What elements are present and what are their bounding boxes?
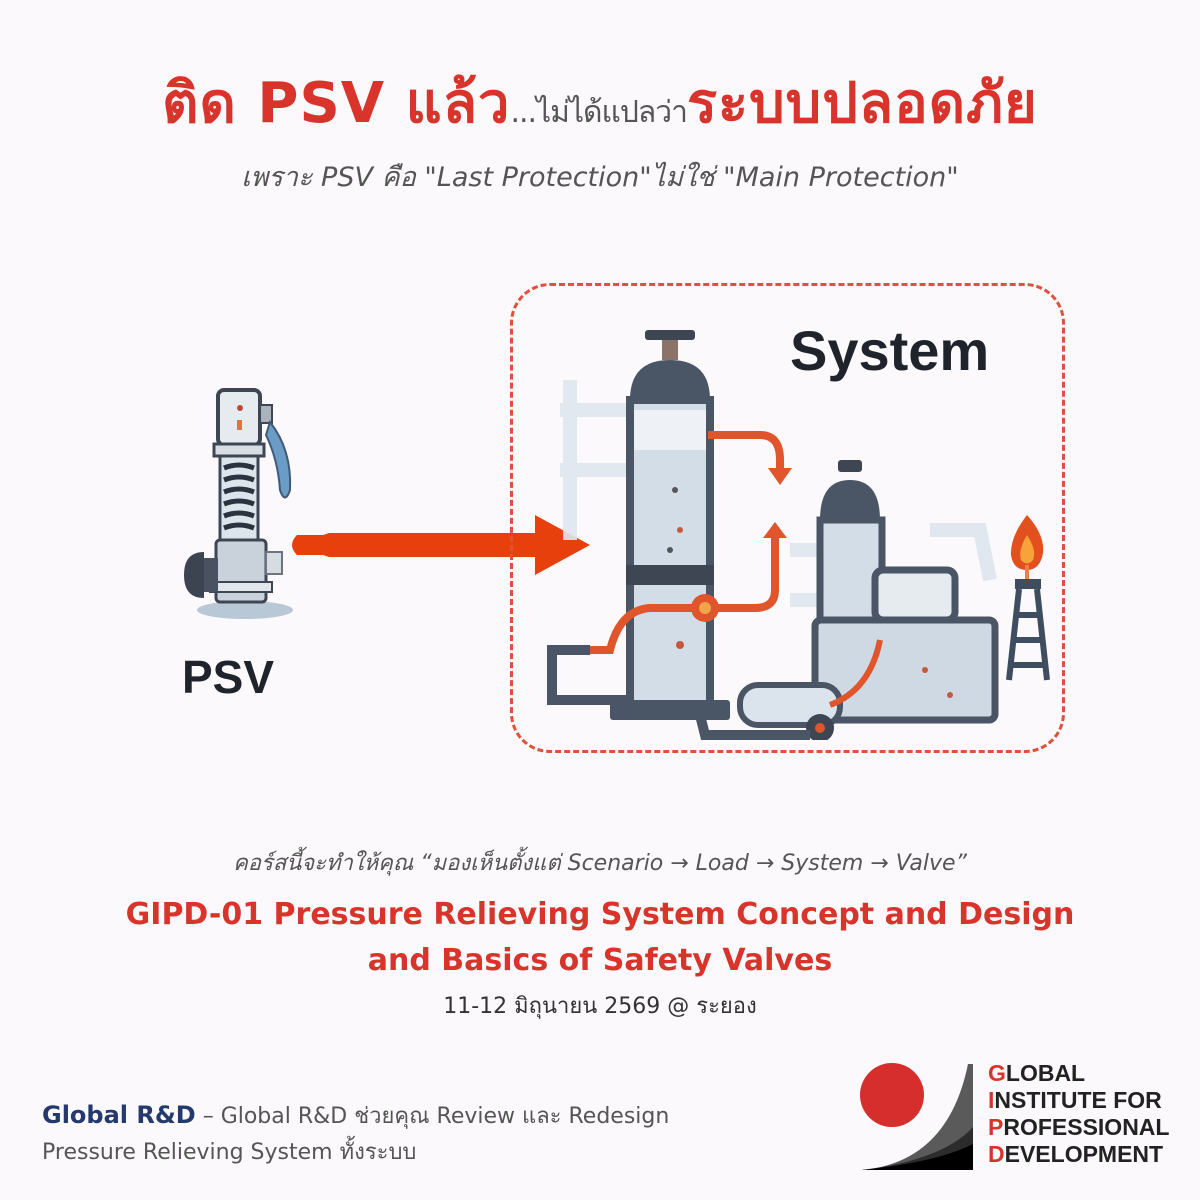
flare-stack-icon [1006,515,1050,681]
course-date-location: 11-12 มิถุนายน 2569 @ ระยอง [443,994,757,1019]
course-title-line-2: and Basics of Safety Valves [367,943,833,978]
gipd-logo-text: GLOBAL INSTITUTE FOR PROFESSIONAL DEVELO… [988,1060,1169,1168]
headline: ติด PSV แล้ว...ไม่ได้แปลว่าระบบปลอดภัย [0,58,1200,147]
system-boundary [510,283,1065,753]
logo-line-development: DEVELOPMENT [988,1141,1164,1167]
brand-name: Global R&D [42,1101,196,1129]
psv-label: PSV [182,651,275,703]
process-plant-icon [547,330,999,740]
logo-line-professional: PROFESSIONAL [988,1114,1170,1140]
logo-line-institute: INSTITUTE FOR [988,1087,1162,1113]
footer-text: Global R&D – Global R&D ช่วยคุณ Review แ… [42,1097,669,1171]
arrow-right-icon [292,515,590,575]
footer-line-1: – Global R&D ช่วยคุณ Review และ Redesign [195,1104,670,1129]
headline-part-2: ...ไม่ได้แปลว่า [510,95,687,130]
headline-part-3: ระบบปลอดภัย [686,71,1038,136]
headline-part-1: ติด PSV แล้ว [162,71,511,136]
course-title: GIPD-01 Pressure Relieving System Concep… [0,892,1200,984]
subtitle: เพราะ PSV คือ "Last Protection"ไม่ใช่ "M… [241,162,959,193]
logo-line-global: GLOBAL [988,1060,1086,1086]
system-label: System [790,319,990,382]
gipd-logo-icon [860,1063,973,1170]
safety-valve-icon [184,388,293,619]
footer-line-2: Pressure Relieving System ทั้งระบบ [42,1140,417,1165]
course-tagline: คอร์สนี้จะทำให้คุณ “มองเห็นตั้งแต่ Scena… [233,851,967,876]
course-title-line-1: GIPD-01 Pressure Relieving System Concep… [125,897,1075,932]
